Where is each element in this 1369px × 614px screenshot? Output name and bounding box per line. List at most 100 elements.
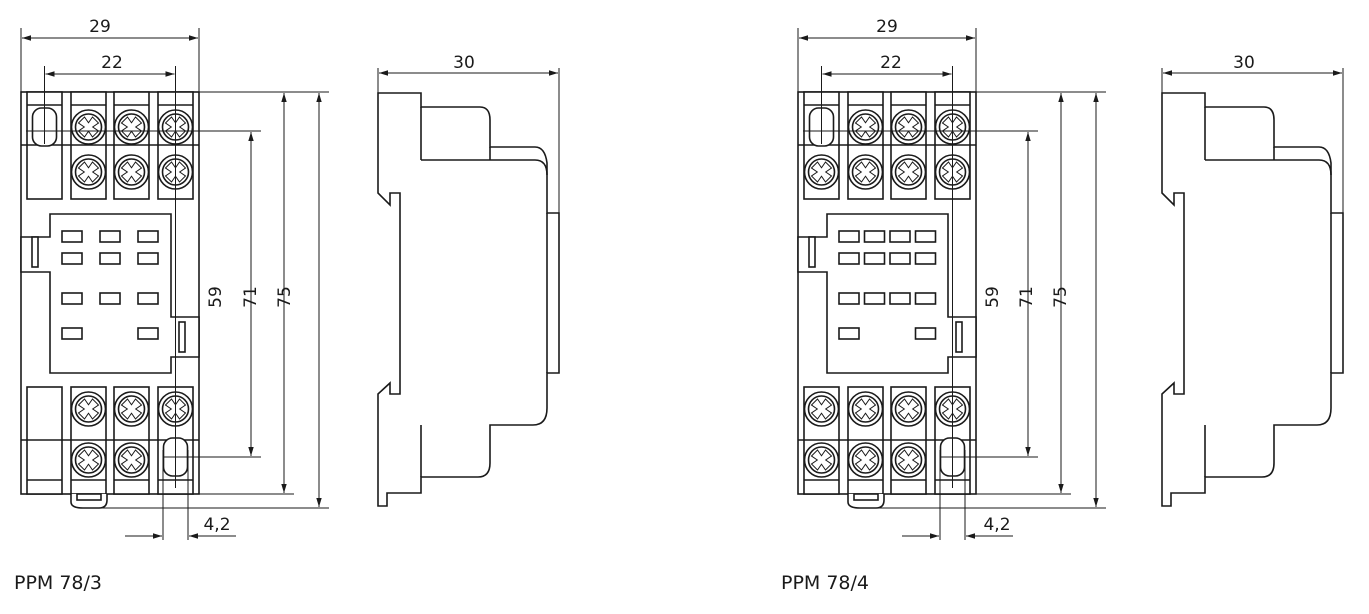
- contact-pin: [838, 252, 860, 265]
- screw-terminal: [803, 391, 840, 427]
- screw-outer-ring: [113, 442, 150, 478]
- dim-width-inner-label: 22: [880, 53, 902, 73]
- screw-outer-ring: [803, 154, 840, 190]
- cross-slot-icon: [854, 161, 877, 183]
- dim-height-inner-label: 59: [206, 286, 226, 308]
- screw-outer-ring: [803, 442, 840, 478]
- dim-height-body-label: 71: [241, 286, 261, 308]
- locking-slot-left: [31, 236, 39, 268]
- screw-outer-ring: [847, 154, 884, 190]
- screw-outer-ring: [890, 109, 927, 145]
- screw-head: [74, 446, 103, 474]
- screw-terminal: [113, 391, 150, 427]
- caption-ppm-78-4: PPM 78/4: [781, 572, 870, 594]
- screw-outer-ring: [70, 391, 107, 427]
- contact-pin: [889, 252, 911, 265]
- screw-head: [894, 446, 923, 474]
- din-clip-tab: [853, 493, 879, 501]
- screw-head: [74, 158, 103, 186]
- side-step-curve: [1318, 159, 1332, 176]
- screw-terminal: [890, 391, 927, 427]
- screw-head: [807, 446, 836, 474]
- dim-screw-offset-label: 4,2: [983, 515, 1010, 535]
- contact-pin: [863, 230, 886, 243]
- contact-pin: [914, 252, 937, 265]
- contact-pin: [137, 292, 159, 305]
- dim-screw-offset-label: 4,2: [203, 515, 230, 535]
- cross-slot-icon: [854, 449, 877, 471]
- contact-pin: [61, 252, 83, 265]
- screw-outer-ring: [847, 391, 884, 427]
- contact-pin: [863, 292, 886, 305]
- relay-socket-side-profile: [1161, 92, 1344, 507]
- screw-head: [851, 395, 880, 423]
- screw-terminal: [113, 154, 150, 190]
- screw-head: [851, 113, 880, 141]
- screw-head: [807, 395, 836, 423]
- contact-pin: [889, 292, 911, 305]
- screw-head: [851, 158, 880, 186]
- screw-head: [117, 158, 146, 186]
- screw-terminal: [847, 154, 884, 190]
- cross-slot-icon: [897, 398, 920, 420]
- contact-pin: [914, 292, 937, 305]
- contact-pin: [137, 327, 159, 340]
- dim-height-body-label: 71: [1017, 286, 1037, 308]
- screw-terminal: [847, 442, 884, 478]
- screw-outer-ring: [803, 391, 840, 427]
- contact-pin: [914, 327, 937, 340]
- locking-slot-left: [808, 236, 816, 268]
- cross-slot-icon: [77, 161, 100, 183]
- screw-head: [851, 446, 880, 474]
- screw-outer-ring: [890, 154, 927, 190]
- side-view-ppm-78-3: [377, 68, 560, 507]
- screw-head: [117, 446, 146, 474]
- screw-terminal: [113, 109, 150, 145]
- locking-slot-right: [955, 321, 963, 353]
- contact-pin: [838, 327, 860, 340]
- contact-pin: [137, 230, 159, 243]
- screw-terminal: [113, 442, 150, 478]
- screw-terminal: [890, 109, 927, 145]
- screw-outer-ring: [70, 154, 107, 190]
- screw-terminal: [803, 442, 840, 478]
- cross-slot-icon: [120, 449, 143, 471]
- cross-slot-icon: [897, 161, 920, 183]
- front-view-ppm-78-4: [797, 28, 1106, 540]
- din-clip-tab: [76, 493, 102, 501]
- cross-slot-icon: [810, 398, 833, 420]
- cross-slot-icon: [854, 398, 877, 420]
- screw-head: [117, 113, 146, 141]
- caption-ppm-78-3: PPM 78/3: [14, 572, 103, 594]
- contact-pin: [914, 230, 937, 243]
- dim-height-total-label: 75: [1051, 286, 1071, 308]
- cross-slot-icon: [120, 398, 143, 420]
- contact-pin: [61, 327, 83, 340]
- screw-outer-ring: [113, 109, 150, 145]
- locking-slot-right: [178, 321, 186, 353]
- contact-pin: [99, 252, 121, 265]
- screw-terminal: [890, 154, 927, 190]
- screw-head: [807, 158, 836, 186]
- screw-head: [894, 395, 923, 423]
- screw-terminal: [890, 442, 927, 478]
- screw-outer-ring: [890, 391, 927, 427]
- screw-terminal: [70, 442, 107, 478]
- dim-height-inner-label: 59: [983, 286, 1003, 308]
- relay-socket-side-profile: [377, 92, 560, 507]
- screw-head: [74, 113, 103, 141]
- screw-outer-ring: [890, 442, 927, 478]
- screw-outer-ring: [847, 109, 884, 145]
- screw-head: [74, 395, 103, 423]
- screw-outer-ring: [847, 442, 884, 478]
- contact-pin: [838, 230, 860, 243]
- cross-slot-icon: [120, 161, 143, 183]
- side-step-curve: [534, 159, 548, 176]
- dim-depth-label: 30: [453, 53, 475, 73]
- side-view-ppm-78-4: [1161, 68, 1344, 507]
- dim-depth-label: 30: [1233, 53, 1255, 73]
- screw-outer-ring: [113, 391, 150, 427]
- cross-slot-icon: [77, 398, 100, 420]
- front-view-ppm-78-3: [20, 28, 329, 540]
